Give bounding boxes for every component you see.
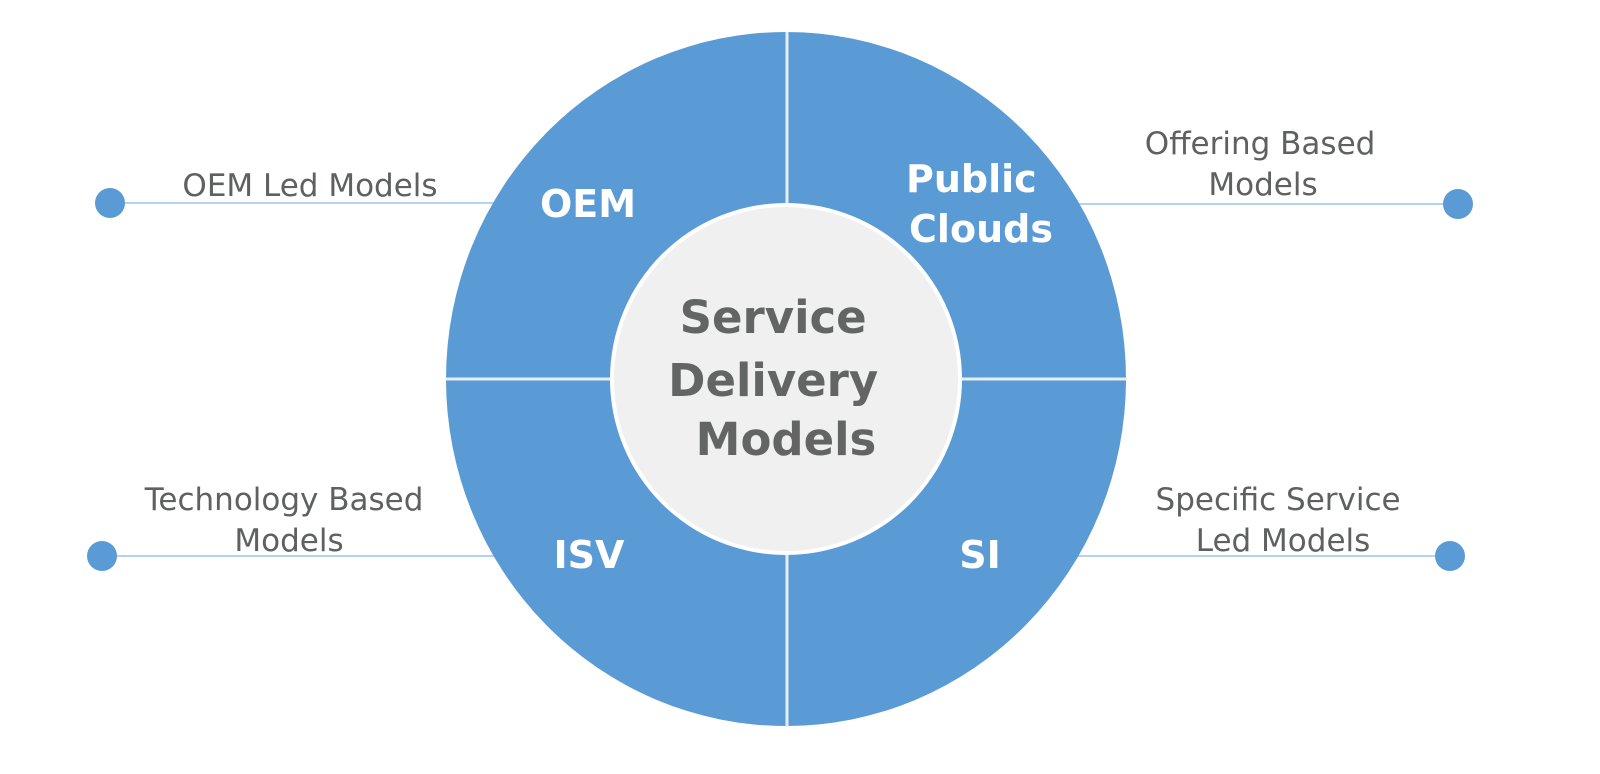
center-title: Service Delivery Models — [668, 291, 894, 466]
callout-oem-led-models: OEM Led Models — [182, 168, 437, 204]
quadrant-label-oem: OEM — [540, 182, 636, 226]
connector-dot-bottom-left — [87, 541, 117, 571]
quadrant-label-isv: ISV — [554, 533, 626, 577]
callout-specific-service-led-models: Specific Service Led Models — [1156, 482, 1411, 559]
connector-dot-top-right — [1443, 189, 1473, 219]
center-title-line-2: Delivery — [668, 354, 878, 407]
center-title-line-1: Service — [680, 291, 867, 344]
quadrant-label-si: SI — [959, 533, 1001, 577]
connector-dot-bottom-right — [1435, 541, 1465, 571]
quadrant-label-public-clouds: Public Clouds — [906, 157, 1053, 251]
connector-dot-top-left — [95, 188, 125, 218]
center-circle-fill — [614, 207, 958, 551]
center-title-line-3: Models — [696, 413, 877, 466]
callout-technology-based-models: Technology Based Models — [144, 482, 434, 559]
callout-offering-based-models: Offering Based Models — [1145, 126, 1385, 203]
